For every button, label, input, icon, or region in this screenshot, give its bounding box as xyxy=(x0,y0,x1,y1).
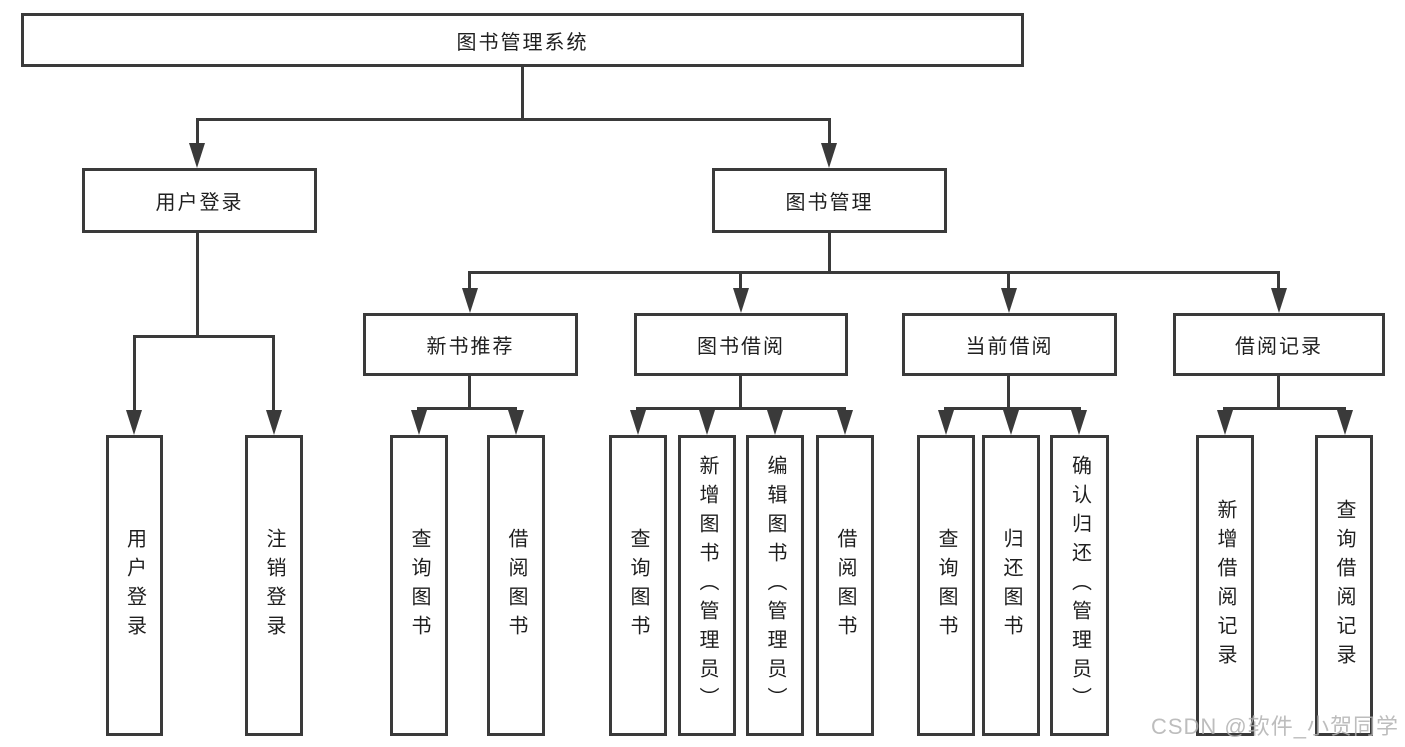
node-return-books: 归还图书 xyxy=(982,435,1040,736)
connector-line xyxy=(828,233,831,271)
connector-line xyxy=(739,271,742,290)
node-user-login-group: 用户登录 xyxy=(82,168,317,233)
connector-line xyxy=(272,335,275,412)
arrowhead-down-icon xyxy=(630,410,646,435)
node-label: 借阅图书 xyxy=(505,527,527,644)
node-label: 图书管理系统 xyxy=(456,31,589,54)
connector-line xyxy=(1223,407,1346,410)
connector-line xyxy=(636,407,846,410)
node-new-book-recommendation: 新书推荐 xyxy=(363,313,578,376)
arrowhead-down-icon xyxy=(1071,410,1087,435)
arrowhead-down-icon xyxy=(1337,410,1353,435)
node-library-management-system: 图书管理系统 xyxy=(21,13,1024,67)
arrowhead-down-icon xyxy=(189,143,205,168)
node-book-management: 图书管理 xyxy=(712,168,947,233)
node-label: 归还图书 xyxy=(1000,527,1022,644)
connector-line xyxy=(828,118,831,145)
connector-line xyxy=(944,407,1081,410)
arrowhead-down-icon xyxy=(837,410,853,435)
node-label: 确认归还（管理员） xyxy=(1068,455,1091,716)
node-add-books-admin: 新增图书（管理员） xyxy=(678,435,736,736)
node-borrow-books-recommend: 借阅图书 xyxy=(487,435,545,736)
node-label: 注销登录 xyxy=(263,527,285,644)
node-confirm-return-admin: 确认归还（管理员） xyxy=(1050,435,1109,736)
connector-line xyxy=(1007,271,1010,290)
node-book-borrowing: 图书借阅 xyxy=(634,313,848,376)
connector-line xyxy=(739,376,742,407)
node-label: 新书推荐 xyxy=(426,336,515,358)
connector-line xyxy=(468,376,471,407)
node-label: 查询图书 xyxy=(408,527,430,644)
connector-line xyxy=(196,118,199,145)
arrowhead-down-icon xyxy=(508,410,524,435)
node-label: 查询借阅记录 xyxy=(1333,498,1355,673)
node-logout: 注销登录 xyxy=(245,435,303,736)
node-label: 编辑图书（管理员） xyxy=(764,455,786,716)
node-query-books-recommend: 查询图书 xyxy=(390,435,448,736)
node-user-login: 用户登录 xyxy=(106,435,163,736)
connector-line xyxy=(1007,376,1010,407)
node-label: 用户登录 xyxy=(123,527,146,644)
node-query-borrow-record: 查询借阅记录 xyxy=(1315,435,1373,736)
node-label: 借阅记录 xyxy=(1235,336,1323,358)
node-label: 用户登录 xyxy=(155,192,244,214)
node-current-borrowing: 当前借阅 xyxy=(902,313,1117,376)
arrowhead-down-icon xyxy=(938,410,954,435)
node-query-books-current: 查询图书 xyxy=(917,435,975,736)
arrowhead-down-icon xyxy=(1001,288,1017,313)
arrowhead-down-icon xyxy=(1003,410,1019,435)
node-add-borrow-record: 新增借阅记录 xyxy=(1196,435,1254,736)
arrowhead-down-icon xyxy=(411,410,427,435)
csdn-watermark: CSDN @软件_小贺同学 xyxy=(1150,714,1399,739)
node-query-books-borrowing: 查询图书 xyxy=(609,435,667,736)
connector-line xyxy=(133,335,275,338)
node-label: 当前借阅 xyxy=(965,336,1054,358)
arrowhead-down-icon xyxy=(1217,410,1233,435)
connector-line xyxy=(196,233,199,335)
node-label: 查询图书 xyxy=(627,527,649,644)
connector-line xyxy=(1277,376,1280,407)
connector-line xyxy=(196,118,831,121)
node-label: 图书借阅 xyxy=(697,336,785,358)
node-edit-books-admin: 编辑图书（管理员） xyxy=(746,435,804,736)
arrowhead-down-icon xyxy=(266,410,282,435)
node-borrow-books-borrowing: 借阅图书 xyxy=(816,435,874,736)
node-borrowing-records: 借阅记录 xyxy=(1173,313,1385,376)
connector-line xyxy=(521,67,524,118)
arrowhead-down-icon xyxy=(821,143,837,168)
node-label: 图书管理 xyxy=(785,192,874,214)
connector-line xyxy=(468,271,1280,274)
node-label: 新增图书（管理员） xyxy=(696,455,718,716)
arrowhead-down-icon xyxy=(699,410,715,435)
connector-line xyxy=(133,335,136,412)
arrowhead-down-icon xyxy=(733,288,749,313)
arrowhead-down-icon xyxy=(767,410,783,435)
connector-line xyxy=(417,407,517,410)
arrowhead-down-icon xyxy=(462,288,478,313)
arrowhead-down-icon xyxy=(126,410,142,435)
connector-line xyxy=(468,271,471,290)
arrowhead-down-icon xyxy=(1271,288,1287,313)
node-label: 借阅图书 xyxy=(834,527,856,644)
node-label: 查询图书 xyxy=(935,527,957,644)
connector-line xyxy=(1277,271,1280,290)
node-label: 新增借阅记录 xyxy=(1214,498,1236,673)
